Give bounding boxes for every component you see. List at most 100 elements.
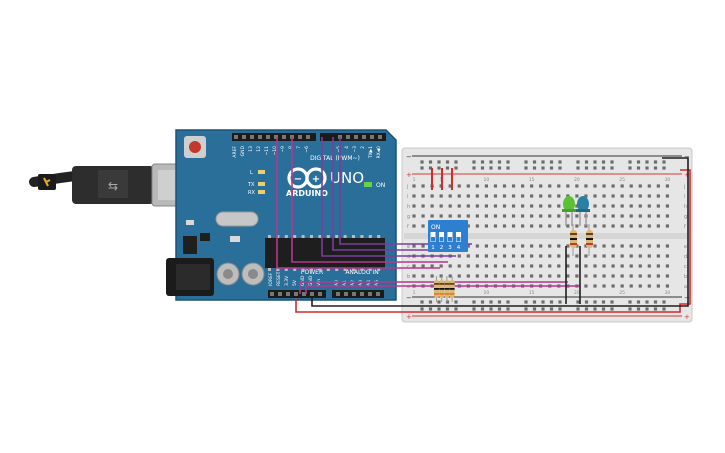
rail-hole[interactable]	[558, 166, 562, 170]
led-resistor[interactable]	[570, 224, 577, 256]
rail-hole[interactable]	[472, 307, 476, 311]
breadboard-hole[interactable]	[466, 224, 470, 228]
breadboard-hole[interactable]	[484, 254, 488, 258]
breadboard-hole[interactable]	[638, 194, 642, 198]
breadboard-hole[interactable]	[638, 254, 642, 258]
breadboard-hole[interactable]	[502, 214, 507, 218]
breadboard-hole[interactable]	[412, 204, 416, 208]
breadboard-hole[interactable]	[466, 274, 470, 278]
breadboard-hole[interactable]	[548, 254, 552, 258]
breadboard-hole[interactable]	[656, 214, 660, 218]
pulldown-resistor[interactable]	[439, 276, 445, 302]
rail-hole[interactable]	[445, 166, 450, 170]
breadboard-hole[interactable]	[620, 284, 624, 288]
breadboard-hole[interactable]	[584, 184, 588, 188]
breadboard-hole[interactable]	[575, 224, 579, 228]
digital-pin-hole[interactable]	[234, 135, 238, 139]
rail-hole[interactable]	[532, 166, 537, 170]
breadboard-hole[interactable]	[502, 204, 507, 208]
breadboard-hole[interactable]	[638, 204, 642, 208]
breadboard-hole[interactable]	[511, 254, 516, 258]
breadboard-hole[interactable]	[484, 244, 488, 248]
rail-hole[interactable]	[636, 300, 641, 304]
rail-hole[interactable]	[506, 160, 510, 164]
breadboard-hole[interactable]	[557, 194, 561, 198]
rail-hole[interactable]	[541, 160, 545, 164]
rail-hole[interactable]	[454, 300, 458, 304]
breadboard-hole[interactable]	[521, 274, 525, 278]
rail-hole[interactable]	[497, 300, 502, 304]
breadboard-hole[interactable]	[484, 264, 488, 268]
breadboard-hole[interactable]	[566, 214, 570, 218]
breadboard-hole[interactable]	[665, 284, 669, 288]
breadboard-hole[interactable]	[457, 194, 461, 198]
breadboard-hole[interactable]	[629, 224, 633, 228]
breadboard-hole[interactable]	[448, 214, 452, 218]
breadboard-hole[interactable]	[638, 274, 642, 278]
analog-pin-hole[interactable]	[360, 292, 364, 296]
breadboard-hole[interactable]	[539, 264, 543, 268]
rail-hole[interactable]	[636, 160, 641, 164]
rail-hole[interactable]	[593, 160, 597, 164]
rail-hole[interactable]	[662, 160, 666, 164]
breadboard-hole[interactable]	[530, 214, 534, 218]
rail-hole[interactable]	[628, 166, 632, 170]
rail-hole[interactable]	[549, 307, 554, 311]
breadboard-hole[interactable]	[539, 254, 543, 258]
breadboard-hole[interactable]	[557, 214, 561, 218]
breadboard-hole[interactable]	[484, 194, 488, 198]
breadboard-hole[interactable]	[665, 214, 669, 218]
rail-hole[interactable]	[558, 160, 562, 164]
breadboard-hole[interactable]	[629, 214, 633, 218]
breadboard-hole[interactable]	[557, 264, 561, 268]
wire-pin11[interactable]	[291, 137, 448, 263]
breadboard-hole[interactable]	[602, 254, 606, 258]
breadboard-hole[interactable]	[647, 284, 651, 288]
breadboard-hole[interactable]	[475, 264, 479, 268]
breadboard-hole[interactable]	[412, 184, 416, 188]
breadboard-hole[interactable]	[457, 214, 461, 218]
breadboard-hole[interactable]	[584, 194, 588, 198]
rail-hole[interactable]	[653, 300, 658, 304]
rail-hole[interactable]	[420, 160, 424, 164]
breadboard-hole[interactable]	[493, 214, 498, 218]
rail-hole[interactable]	[610, 300, 614, 304]
rail-hole[interactable]	[437, 160, 441, 164]
rail-hole[interactable]	[541, 307, 545, 311]
breadboard-hole[interactable]	[656, 204, 660, 208]
breadboard-hole[interactable]	[421, 194, 425, 198]
breadboard-hole[interactable]	[593, 224, 597, 228]
breadboard-hole[interactable]	[493, 274, 498, 278]
rail-hole[interactable]	[489, 300, 493, 304]
breadboard-hole[interactable]	[493, 204, 498, 208]
rail-hole[interactable]	[489, 160, 493, 164]
breadboard-hole[interactable]	[521, 184, 525, 188]
breadboard-hole[interactable]	[557, 254, 561, 258]
breadboard-hole[interactable]	[638, 224, 642, 228]
breadboard-hole[interactable]	[647, 244, 651, 248]
breadboard-hole[interactable]	[466, 214, 470, 218]
breadboard-hole[interactable]	[448, 274, 452, 278]
breadboard-hole[interactable]	[602, 284, 606, 288]
power-pin-hole[interactable]	[278, 292, 282, 296]
rail-hole[interactable]	[653, 160, 658, 164]
breadboard-hole[interactable]	[629, 194, 633, 198]
rail-hole[interactable]	[497, 160, 502, 164]
rail-hole[interactable]	[576, 307, 580, 311]
breadboard-hole[interactable]	[439, 194, 443, 198]
rail-hole[interactable]	[420, 166, 424, 170]
rail-hole[interactable]	[628, 300, 632, 304]
breadboard-hole[interactable]	[439, 204, 443, 208]
breadboard-hole[interactable]	[530, 184, 534, 188]
breadboard-hole[interactable]	[511, 194, 516, 198]
breadboard-hole[interactable]	[665, 254, 669, 258]
rail-hole[interactable]	[601, 160, 606, 164]
rail-hole[interactable]	[489, 166, 493, 170]
breadboard-hole[interactable]	[620, 184, 624, 188]
breadboard-hole[interactable]	[620, 204, 624, 208]
rail-hole[interactable]	[445, 307, 450, 311]
breadboard-hole[interactable]	[665, 224, 669, 228]
breadboard-hole[interactable]	[412, 244, 416, 248]
breadboard-hole[interactable]	[430, 274, 434, 278]
analog-pin-hole[interactable]	[352, 292, 356, 296]
